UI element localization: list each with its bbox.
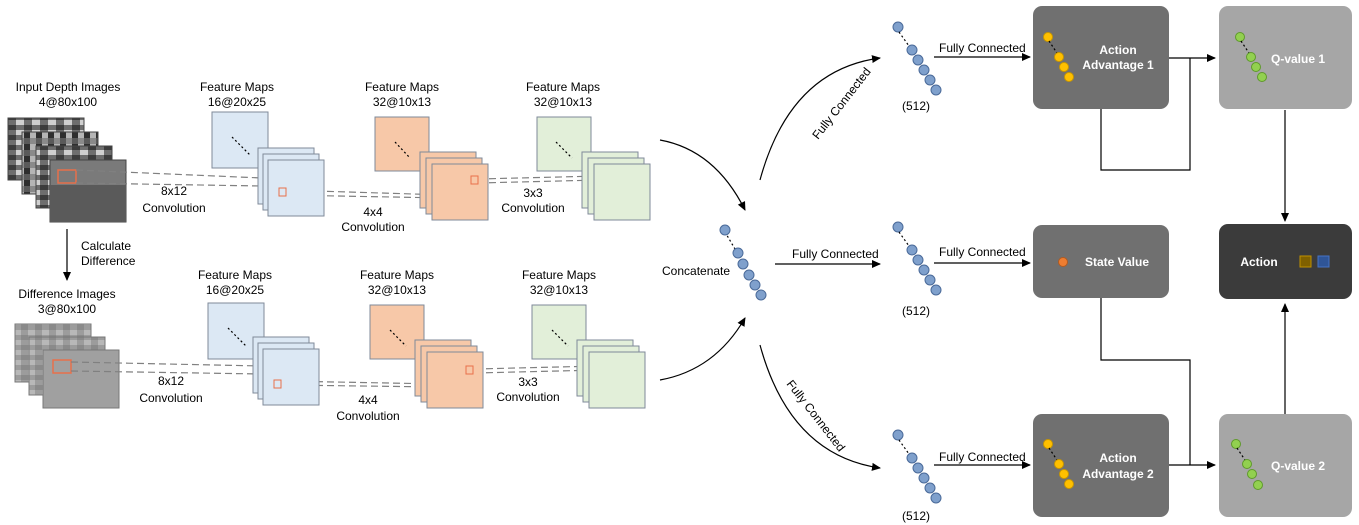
top-fm2-title: Feature Maps [365,80,439,94]
state-value-label: State Value [1085,255,1149,269]
concat-node [755,289,767,301]
action-swatch-2 [1317,255,1330,268]
fc-bottom-size: (512) [902,509,930,523]
top-fm3-title: Feature Maps [526,80,600,94]
fc-mid-size: (512) [902,304,930,318]
q1-label: Q-value 1 [1271,52,1325,66]
fc-top-nodes: (512) [892,21,942,113]
q-value-2-box: Q-value 2 [1219,414,1352,517]
q2-label: Q-value 2 [1271,459,1325,473]
bottom-fm2-dims: 32@10x13 [368,283,427,297]
concat-node [732,247,744,259]
fc-to-state-label: Fully Connected [939,245,1026,259]
bottom-fm1-title: Feature Maps [198,268,272,282]
top-conv-stream: Feature Maps 16@20x25 Feature Maps 32@10… [75,80,651,234]
input-title: Input Depth Images [16,80,121,94]
kernel-window-diff [52,359,72,374]
bottom-fm3-title: Feature Maps [522,268,596,282]
concat-node-column [719,224,767,301]
bottom-conv3-label: Convolution [496,390,559,404]
action-swatch-1 [1299,255,1312,268]
action-label: Action [1240,255,1277,269]
fc-to-adv2-label: Fully Connected [939,450,1026,464]
bottom-conv3-size: 3x3 [518,375,538,389]
branch-mid-label: Fully Connected [792,247,879,261]
adv2-label-1: Action [1099,451,1136,465]
difference-title: Difference Images [18,287,115,301]
kernel-window [57,169,77,184]
adv1-combine-line [1100,58,1191,171]
bottom-conv1-size: 8x12 [158,374,184,388]
branch-top-arrow [759,55,881,181]
diff-image-3 [42,349,120,409]
action-advantage-1-box: Action Advantage 1 [1033,6,1169,109]
bottom-conv-stream: Feature Maps 16@20x25 Feature Maps 32@10… [70,268,646,423]
top-conv2-size: 4x4 [363,205,383,219]
bottom-fm3-dims: 32@10x13 [530,283,589,297]
concat-node [719,224,731,236]
bottom-conv1-label: Convolution [139,391,202,405]
q-value-1-box: Q-value 1 [1219,6,1352,109]
fc-to-adv1-label: Fully Connected [939,41,1026,55]
adv1-label-1: Action [1099,43,1136,57]
concat-node [749,279,761,291]
top-fm3-dims: 32@10x13 [534,95,593,109]
bottom-conv2-label: Convolution [336,409,399,423]
top-fm1-dims: 16@20x25 [208,95,267,109]
fc-top-size: (512) [902,99,930,113]
bottom-conv2-size: 4x4 [358,393,378,407]
bottom-fm1-dims: 16@20x25 [206,283,265,297]
difference-dims: 3@80x100 [38,302,97,316]
top-conv3-label: Convolution [501,201,564,215]
action-advantage-2-box: Action Advantage 2 [1033,414,1169,517]
adv2-label-2: Advantage 2 [1082,467,1154,481]
branch-bottom-label: Fully Connected [784,377,848,454]
state-value-node [1058,257,1068,267]
top-to-concat-arrow [659,139,746,211]
adv1-label-2: Advantage 1 [1082,58,1154,72]
input-dims: 4@80x100 [39,95,98,109]
state-value-box: State Value [1033,225,1169,298]
branch-top-label: Fully Connected [809,65,873,142]
top-fm1-title: Feature Maps [200,80,274,94]
difference-images: Difference Images 3@80x100 [14,287,120,409]
top-conv1-label: Convolution [142,201,205,215]
top-conv1-size: 8x12 [161,184,187,198]
top-fm2-dims: 32@10x13 [373,95,432,109]
state-combine-line [1100,298,1191,465]
bottom-fm2-title: Feature Maps [360,268,434,282]
action-box: Action [1219,224,1352,299]
top-conv2-label: Convolution [341,220,404,234]
branch-bottom-arrow [759,344,881,471]
concatenate-label: Concatenate [662,264,730,278]
top-conv3-size: 3x3 [523,186,543,200]
concat-node [743,269,755,281]
calc-label-2: Difference [81,254,136,268]
fc-mid-nodes: (512) [892,221,942,318]
bottom-to-concat-arrow [659,317,746,381]
concat-node [737,258,749,270]
fc-bottom-nodes: (512) [892,429,942,523]
calc-label-1: Calculate [81,239,131,253]
input-depth-images: Input Depth Images 4@80x100 [7,80,127,223]
